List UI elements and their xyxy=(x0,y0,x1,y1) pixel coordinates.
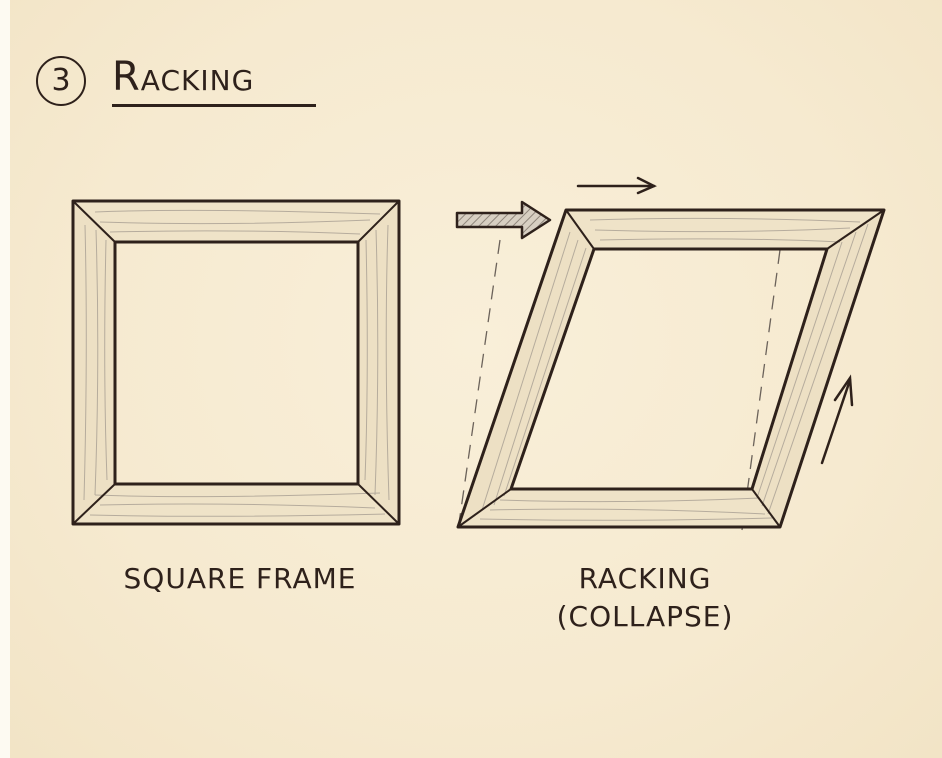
title-underline xyxy=(112,104,316,107)
push-arrow-icon xyxy=(455,200,552,240)
step-number-badge: 3 xyxy=(36,56,86,106)
diagram-title: Racking xyxy=(112,54,255,100)
shear-up-arrow-icon xyxy=(820,374,854,465)
wood-grain xyxy=(83,209,390,517)
caption-line: SQUARE FRAME xyxy=(123,562,357,595)
wood-grain xyxy=(479,217,869,521)
racked-frame xyxy=(456,208,886,531)
square-frame xyxy=(71,199,401,526)
caption-line: (COLLAPSE) xyxy=(556,600,734,633)
caption-racking: RACKING (COLLAPSE) xyxy=(500,560,790,636)
caption-line: RACKING xyxy=(578,562,712,595)
original-position-guides xyxy=(457,239,781,531)
top-shift-arrow-icon xyxy=(576,176,657,195)
step-number: 3 xyxy=(51,63,71,98)
caption-square-frame: SQUARE FRAME xyxy=(80,560,400,598)
